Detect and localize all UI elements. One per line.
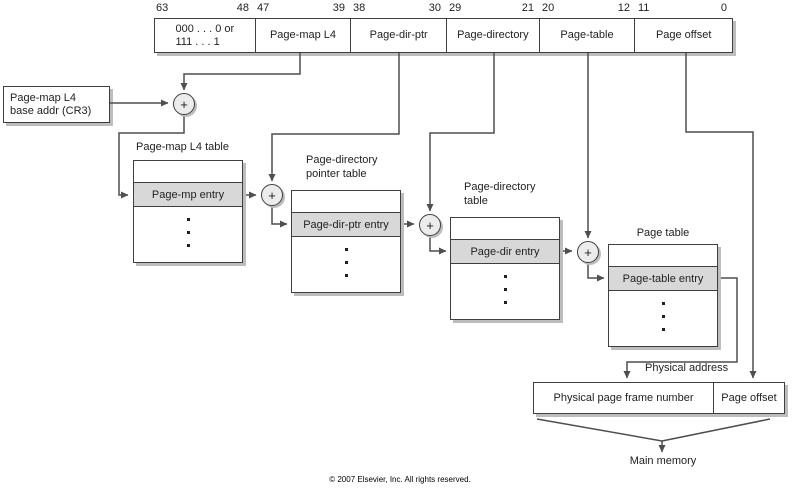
copyright-notice: © 2007 Elsevier, Inc. All rights reserve… [329,475,471,484]
adder-3: + [419,214,441,236]
bit-lo-label: 39 [332,2,345,14]
physical-page-frame-number-cell: Physical page frame number [534,383,714,413]
bit-lo-label: 21 [521,2,534,14]
field-page-offset: Page offset [635,19,732,52]
adder-4: + [577,241,599,263]
plus-icon: + [268,187,276,203]
bit-lo-label: 30 [428,2,441,14]
field-label: Page-dir-ptr [369,29,428,41]
page-offset-cell: Page offset [721,392,777,404]
bit-hi-label: 63 [156,2,169,14]
plus-icon: + [180,96,188,112]
field-label: Page offset [655,29,712,41]
wire-pml4-field-to-adder1 [180,53,301,91]
ellipsis-dots [134,207,242,262]
field-label: Page-table [560,29,614,41]
field-sign-extend: 000 . . . 0 or 111 . . . 1 [155,19,256,52]
bit-range-11-0: 11 0 [636,2,733,15]
field-page-directory: Page-directory [447,19,540,52]
bit-lo-label: 0 [720,2,727,14]
field-page-table: Page-table [540,19,636,52]
plus-icon: + [584,244,592,260]
bit-hi-label: 47 [257,2,270,14]
ellipsis-dots [451,264,559,319]
funnel-right-line [661,418,771,442]
ellipsis-dots [292,237,400,292]
page-table: Page-table entry [608,244,718,347]
entry-label: Page-dir-ptr entry [303,218,389,231]
table-entry-row: Page-mp entry [134,182,242,207]
pd-table: Page-dir entry [450,217,560,320]
entry-label: Page-dir entry [470,245,540,258]
bit-lo-label: 12 [617,2,630,14]
bit-hi-label: 38 [353,2,366,14]
table-entry-row: Page-table entry [609,266,717,291]
physical-address-box: Physical page frame number Page offset [533,382,785,414]
pd-table-title: Page-directory table [464,181,536,207]
table-empty-row [134,161,242,182]
cr3-base-address-box: Page-map L4 base addr (CR3) [3,86,110,123]
pml4-table: Page-mp entry [133,160,243,263]
plus-icon: + [426,217,434,233]
table-entry-row: Page-dir entry [451,239,559,264]
bit-range-63-48: 63 48 [154,2,255,15]
page-table-title: Page table [636,227,690,239]
bit-range-38-30: 38 30 [351,2,447,15]
field-label: Page-directory [457,29,529,41]
bit-lo-label: 48 [236,2,249,14]
physical-address-label: Physical address [645,362,729,374]
virtual-address-register: 000 . . . 0 or 111 . . . 1 Page-map L4 P… [154,18,733,53]
funnel-left-line [536,418,663,442]
bit-range-29-21: 29 21 [447,2,540,15]
entry-label: Page-table entry [622,272,704,285]
field-label: Page-map L4 [269,29,337,41]
bit-hi-label: 29 [449,2,462,14]
table-empty-row [292,191,400,212]
field-page-dir-ptr: Page-dir-ptr [351,19,447,52]
bit-hi-label: 11 [638,2,650,14]
entry-label: Page-mp entry [151,188,225,201]
cr3-label: Page-map L4 base addr (CR3) [10,91,92,117]
bit-hi-label: 20 [542,2,555,14]
pdp-table: Page-dir-ptr entry [291,190,401,293]
main-memory-label: Main memory [629,455,697,467]
pml4-table-title: Page-map L4 table [136,141,229,153]
table-empty-row [451,218,559,239]
adder-1: + [173,93,195,115]
field-label: 000 . . . 0 or 111 . . . 1 [175,22,235,48]
ellipsis-dots [609,291,717,346]
table-entry-row: Page-dir-ptr entry [292,212,400,237]
pdp-table-title: Page-directory pointer table [306,154,378,180]
bit-range-20-12: 20 12 [540,2,636,15]
table-empty-row [609,245,717,266]
wire-adder3-to-pd-table [429,237,447,255]
adder-2: + [261,184,283,206]
field-page-map-l4: Page-map L4 [256,19,352,52]
bit-range-47-39: 47 39 [255,2,351,15]
wire-adder2-to-pdp-table [271,207,288,228]
wire-adder4-to-page-table [587,264,605,282]
